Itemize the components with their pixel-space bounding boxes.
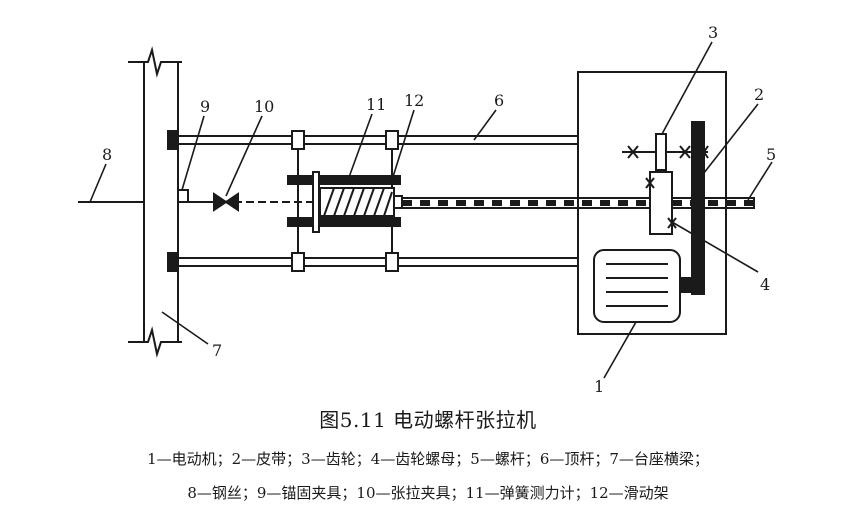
part-label-9: 9 <box>200 97 210 116</box>
part-label-5: 5 <box>766 145 776 164</box>
part-label-6: 6 <box>494 91 504 110</box>
part-label-7: 7 <box>212 341 222 360</box>
gearbox-housing <box>577 71 727 335</box>
figure-caption: 图5.11 电动螺杆张拉机 <box>319 408 537 432</box>
anchor-clamp <box>177 189 210 203</box>
part-label-12: 12 <box>404 91 424 110</box>
part-label-4: 4 <box>760 275 770 294</box>
electric-screw-tensioner-diagram: 1 2 3 4 5 6 7 8 9 10 11 12 <box>78 23 776 396</box>
part-label-10: 10 <box>254 97 274 116</box>
legend-line-1: 1—电动机；2—皮带；3—齿轮；4—齿轮螺母；5—螺杆；6—顶杆；7—台座横梁； <box>147 450 709 468</box>
spring-dynamometer <box>319 187 403 217</box>
legend-line-2: 8—钢丝；9—锚固夹具；10—张拉夹具；11—弹簧测力计；12—滑动架 <box>187 484 669 502</box>
leader-lines <box>89 41 773 379</box>
gear-nut <box>645 171 677 235</box>
sliding-frame <box>287 130 401 272</box>
electric-motor <box>593 249 695 323</box>
part-label-3: 3 <box>708 23 718 42</box>
part-label-8: 8 <box>102 145 112 164</box>
belt <box>691 121 705 295</box>
part-label-11: 11 <box>366 95 386 114</box>
part-label-2: 2 <box>754 85 764 104</box>
part-label-1: 1 <box>594 377 604 396</box>
tension-clamp <box>210 192 318 212</box>
